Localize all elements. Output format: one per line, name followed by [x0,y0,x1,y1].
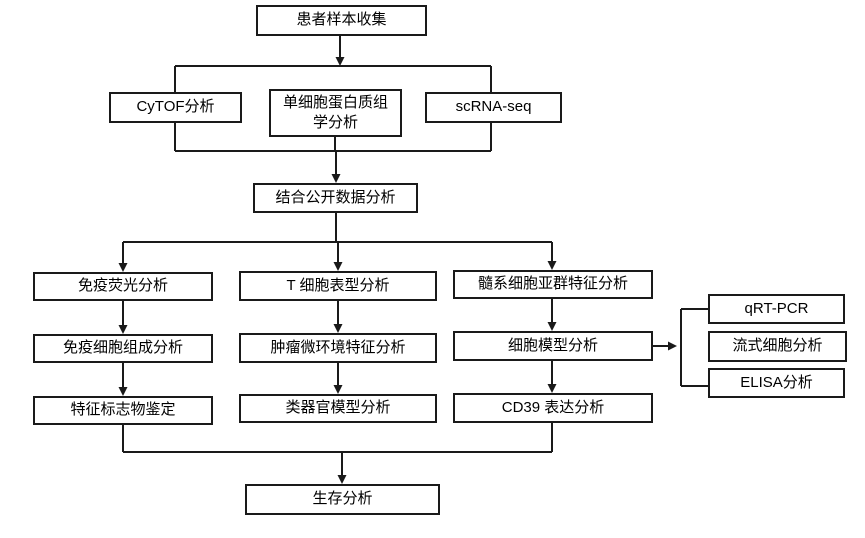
edge-public-data-to-columns [118,212,557,272]
edge-left-column [118,301,128,396]
edge-patient-to-distributor [174,35,492,92]
node-immunofluorescence-analysis: 免疫荧光分析 [33,272,213,301]
node-signature-marker-identification: 特征标志物鉴定 [33,396,213,425]
node-single-cell-proteomics-analysis: 单细胞蛋白质组 学分析 [269,89,402,137]
node-immune-cell-composition-analysis: 免疫细胞组成分析 [33,334,213,363]
node-patient-sample-collection: 患者样本收集 [256,5,427,36]
node-cell-model-analysis: 细胞模型分析 [453,331,653,361]
node-tumor-microenvironment-analysis: 肿瘤微环境特征分析 [239,333,437,363]
node-public-data-integration-analysis: 结合公开数据分析 [253,183,418,213]
node-elisa-analysis: ELISA分析 [708,368,845,398]
node-flow-cytometry-analysis: 流式细胞分析 [708,331,847,362]
edge-row2-to-public-data [174,122,492,183]
node-myeloid-subset-feature-analysis: 髓系细胞亚群特征分析 [453,270,653,299]
node-t-cell-phenotype-analysis: T 细胞表型分析 [239,271,437,301]
node-survival-analysis: 生存分析 [245,484,440,515]
edge-right-column [547,299,557,393]
node-cd39-expression-analysis: CD39 表达分析 [453,393,653,423]
edge-middle-column [333,301,343,394]
edge-columns-to-survival [122,423,553,484]
node-organoid-model-analysis: 类器官模型分析 [239,394,437,423]
node-scrna-seq: scRNA-seq [425,92,562,123]
node-qrt-pcr: qRT-PCR [708,294,845,324]
edge-cell-model-to-validation [653,308,708,387]
node-cytof-analysis: CyTOF分析 [109,92,242,123]
